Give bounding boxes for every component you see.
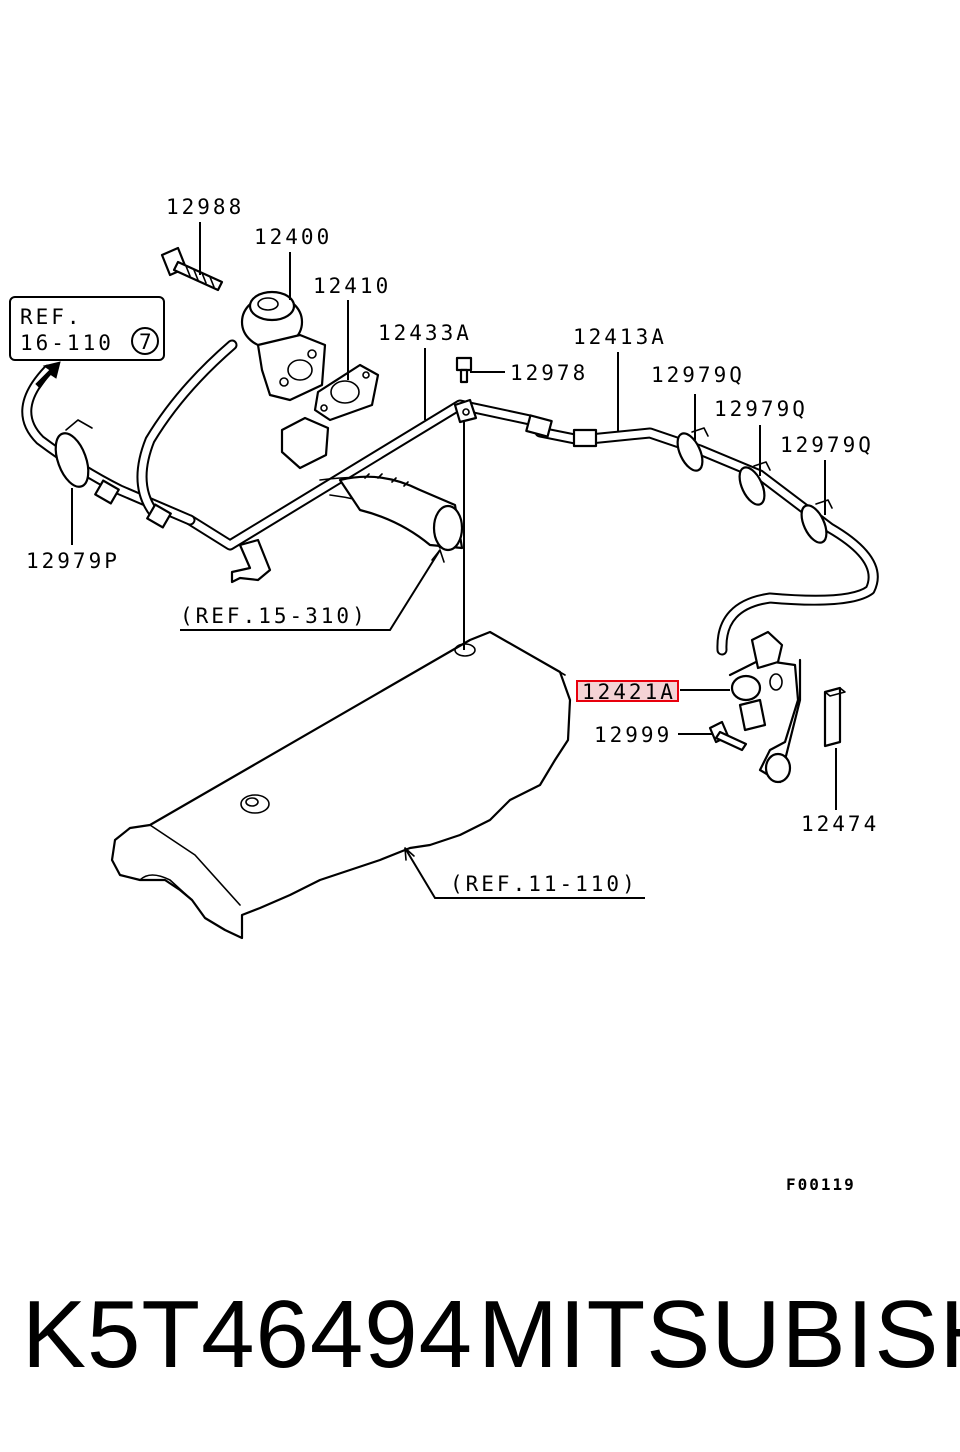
intake-hose <box>338 473 464 552</box>
egr-valve-12400 <box>240 290 327 402</box>
ref-15-310[interactable]: (REF.15-310) <box>180 604 368 628</box>
bolt-12999 <box>708 720 748 752</box>
caption-bar: K5T46494 MITSUBISHI <box>0 1280 960 1400</box>
ref-box-circle <box>131 327 159 355</box>
callout-12433A[interactable]: 12433A <box>378 321 472 345</box>
leader-arrowheads <box>404 549 445 861</box>
brand-name: MITSUBISHI <box>478 1281 960 1388</box>
callout-12979Q-1[interactable]: 12979Q <box>651 363 745 387</box>
hose-clamp-12979Q-2 <box>738 461 771 506</box>
bolt-12988 <box>160 246 224 292</box>
callout-12979Q-2[interactable]: 12979Q <box>714 397 808 421</box>
figure-code: F00119 <box>786 1175 856 1194</box>
hose-joint <box>146 503 172 529</box>
callout-12410[interactable]: 12410 <box>313 274 391 298</box>
vacuum-hose-12413A <box>534 426 879 656</box>
hose-joint <box>572 428 598 448</box>
egr-hose <box>136 339 238 526</box>
ref-box-circle-number: 7 <box>139 330 152 354</box>
gasket-12410 <box>313 363 380 422</box>
callout-12979Q-3[interactable]: 12979Q <box>780 433 874 457</box>
callout-12400[interactable]: 12400 <box>254 225 332 249</box>
part-number: K5T46494 <box>22 1281 474 1388</box>
vacuum-line-12433A <box>184 399 536 551</box>
callout-12978[interactable]: 12978 <box>510 361 588 385</box>
solenoid-valve-12421A <box>728 630 802 784</box>
hose-clamp-12979Q-1 <box>676 427 709 472</box>
leader-lines <box>71 222 837 899</box>
callout-12413A[interactable]: 12413A <box>573 325 667 349</box>
ref-direction-arrow <box>35 361 61 389</box>
hose-clamp-12979Q-3 <box>800 499 833 544</box>
hose-joint <box>525 414 553 438</box>
insulator-pad-12474 <box>823 686 846 748</box>
hose-joint <box>94 479 120 505</box>
ref-11-110[interactable]: (REF.11-110) <box>450 872 638 896</box>
hose-bracket <box>230 538 272 584</box>
callout-12421A-highlight <box>576 680 679 702</box>
ref-box-16-110[interactable]: REF. 16-110 7 <box>9 296 165 361</box>
ref-box-line2: 16-110 <box>20 331 114 355</box>
engine-rocker-cover <box>110 630 572 940</box>
callout-12421A[interactable]: 12421A <box>582 680 676 704</box>
callout-12999[interactable]: 12999 <box>594 723 672 747</box>
line-clip <box>453 398 478 424</box>
callout-12979P[interactable]: 12979P <box>26 549 120 573</box>
callout-12988[interactable]: 12988 <box>166 195 244 219</box>
hose-clamp-12979P <box>54 419 93 488</box>
callout-12474[interactable]: 12474 <box>801 812 879 836</box>
ref-box-line1: REF. <box>20 305 83 329</box>
bolt-12978 <box>455 356 473 384</box>
